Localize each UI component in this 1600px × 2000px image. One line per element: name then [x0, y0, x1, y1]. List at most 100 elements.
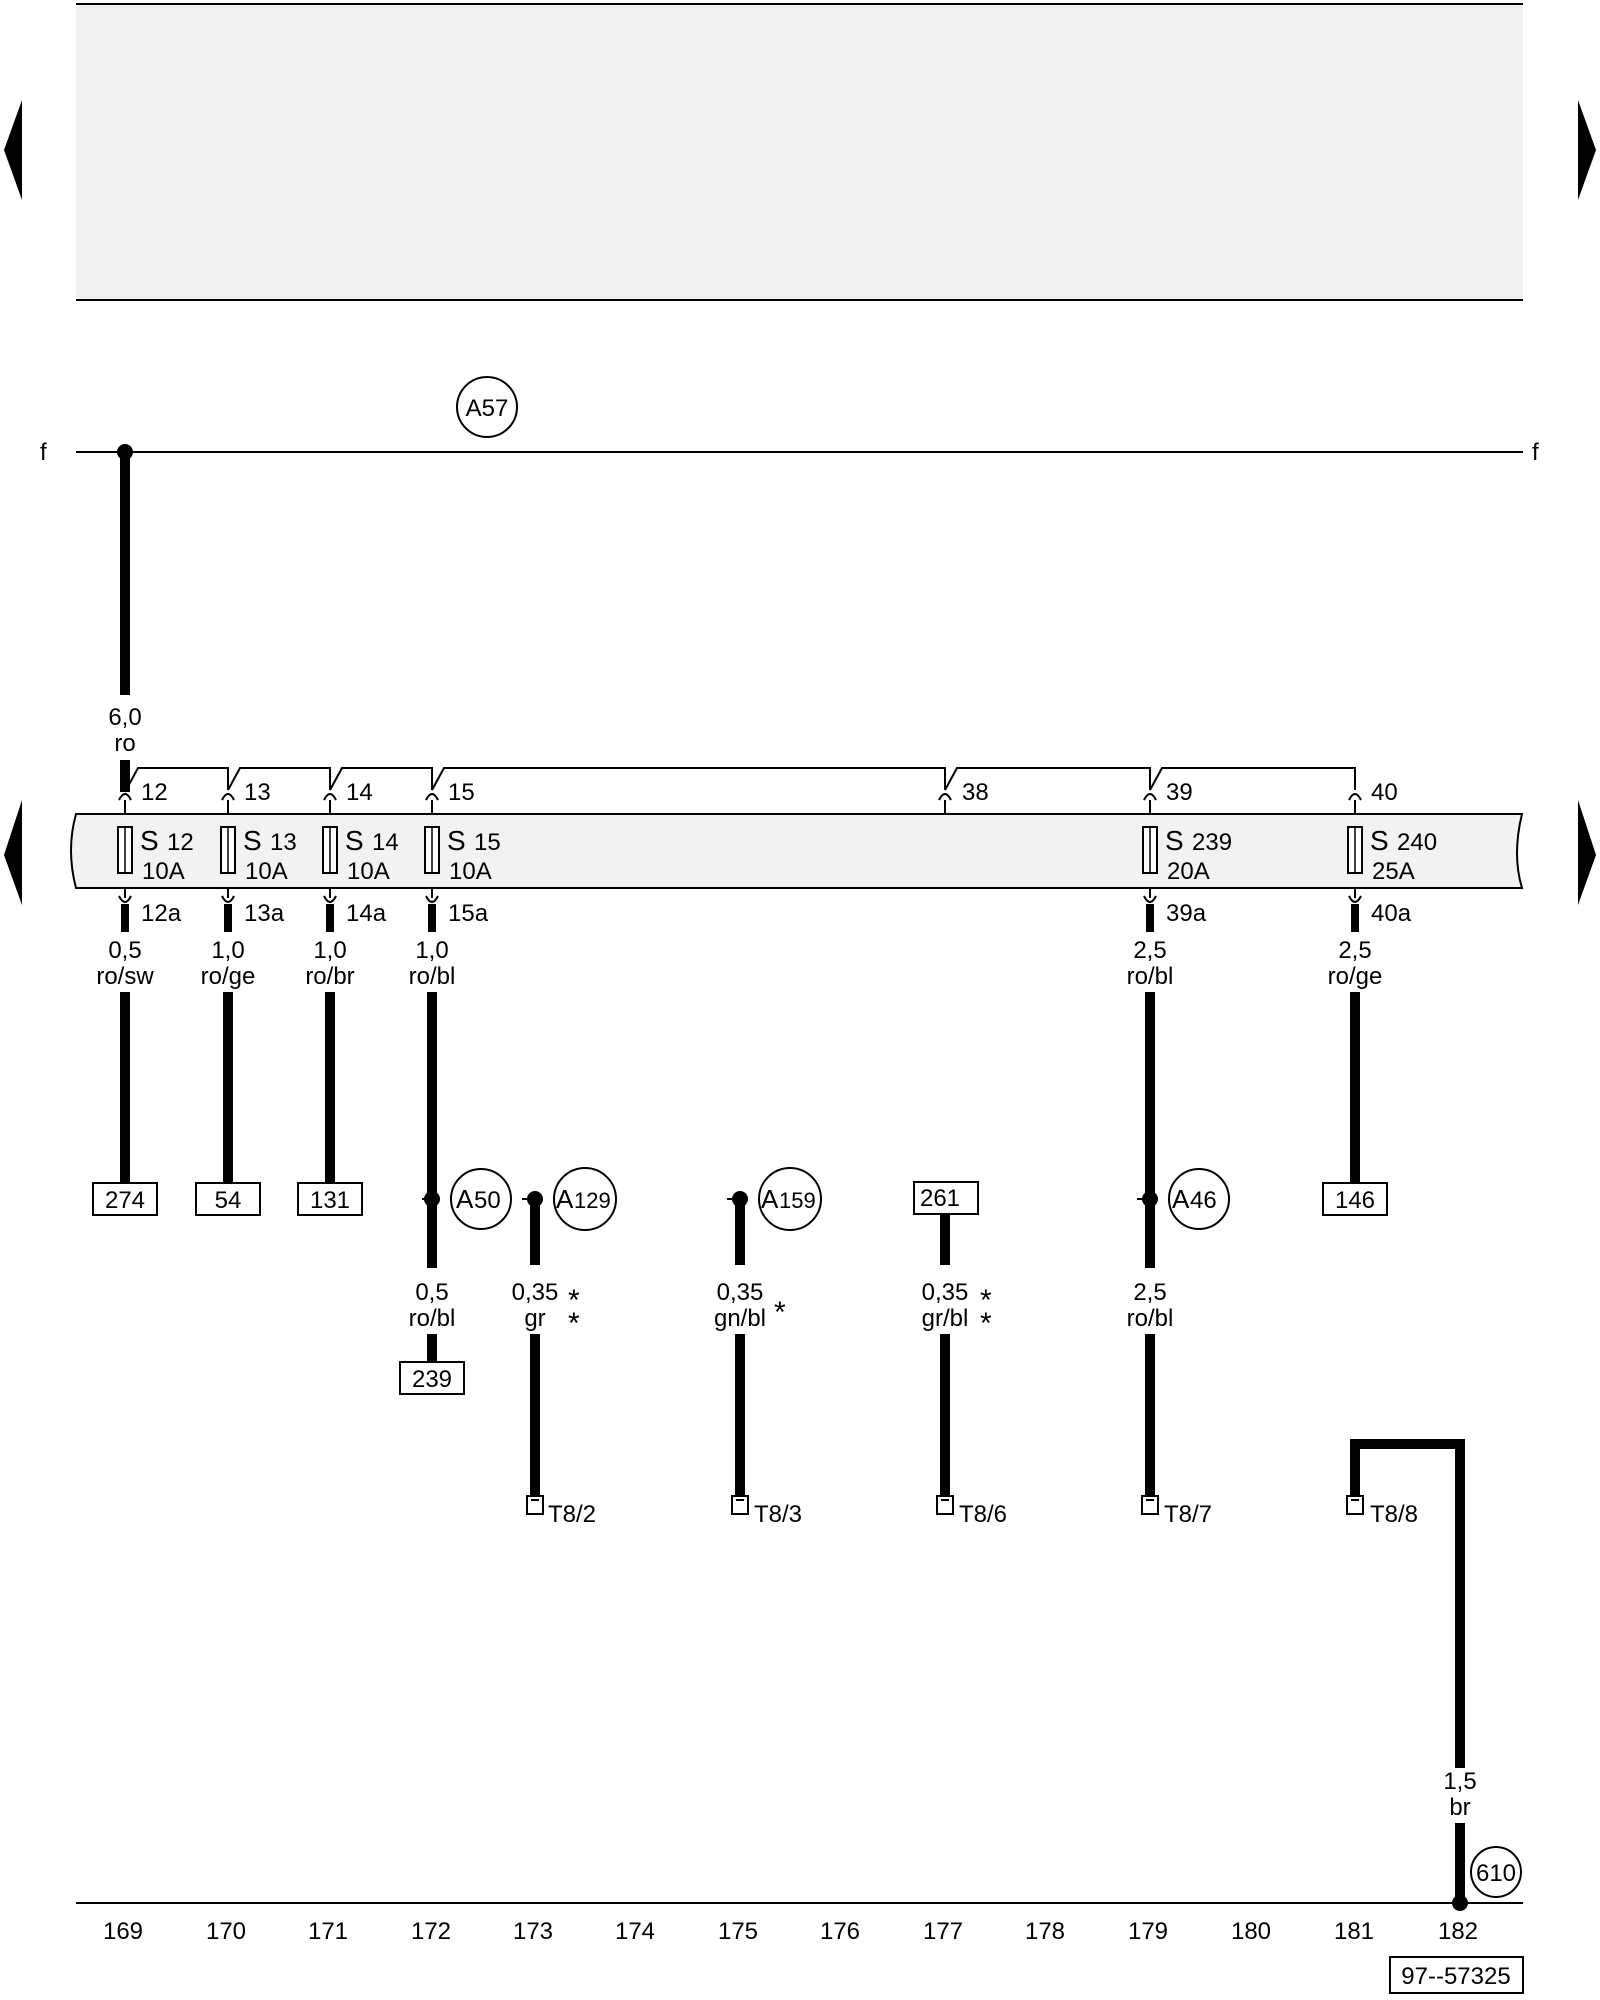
bus-ground-label: A57 — [466, 395, 509, 422]
fuse-number: 14 — [372, 829, 399, 856]
footnote-asterisk: * — [980, 1284, 992, 1317]
bridge-12-13 — [124, 767, 229, 793]
fuse-letter: S — [345, 825, 364, 856]
fuse-amperage: 10A — [245, 858, 288, 885]
junction-ring — [553, 1167, 617, 1231]
fuse-s240: 40 S 240 25A 40a — [1347, 779, 1437, 932]
junction-ring — [450, 1168, 512, 1230]
wire-ref-box[interactable] — [297, 1182, 363, 1216]
wire-color: ro/bl — [1127, 963, 1174, 990]
doc-number-frame — [1389, 1956, 1524, 1994]
fuse-out-wire-stub — [428, 904, 436, 932]
fuse-s13: 13 S 13 10A 13a — [220, 779, 297, 932]
ruler-tick-label: 169 — [103, 1918, 143, 1945]
main-feed-color: ro — [114, 730, 135, 757]
wire-size: 0,35 — [922, 1279, 969, 1306]
bus-f: f f A57 — [40, 376, 1539, 466]
ruler-tick-label: 172 — [411, 1918, 451, 1945]
wire-ref-label: 274 — [105, 1187, 145, 1214]
wire-size: 2,5 — [1338, 937, 1371, 964]
wire-ref-box[interactable] — [195, 1182, 261, 1216]
fuse-output-terminal: 13a — [244, 900, 285, 927]
ring-letter: A — [761, 1184, 779, 1214]
label-backdrop — [1434, 1768, 1486, 1824]
junction-dot — [1142, 1191, 1158, 1207]
wire-s15: 1,0 ro/bl — [409, 937, 456, 1268]
terminal-38: 38 — [938, 779, 989, 814]
junction-dot — [424, 1191, 440, 1207]
bridge-15-38 — [431, 767, 946, 791]
connector-pin-icon — [731, 1495, 749, 1515]
wire-color: ro/bl — [1127, 1305, 1174, 1332]
fuse-s239: 39 S 239 20A 39a — [1142, 779, 1232, 932]
bus-label-left: f — [40, 439, 47, 466]
wire-ref-box[interactable] — [913, 1181, 979, 1215]
doc-number: 97--57325 — [1401, 1963, 1510, 1990]
junction-a129: A 129 0,35 gr * * T8/2 — [512, 1167, 617, 1528]
ring-letter: A — [1172, 1184, 1190, 1214]
doc-number-box: 97--57325 — [1389, 1956, 1524, 1994]
wire-size: 1,0 — [415, 937, 448, 964]
next-section-arrow-icon[interactable] — [1578, 800, 1596, 905]
wire-size: 2,5 — [1133, 1279, 1166, 1306]
fuse-out-contact — [1143, 895, 1157, 903]
bridge-13-14 — [227, 767, 331, 791]
connector-label: T8/3 — [754, 1501, 802, 1528]
fuse-out-contact — [425, 895, 439, 903]
fuse-out-contact — [221, 895, 235, 903]
ring-number: 159 — [779, 1188, 816, 1213]
terminal-38-contact — [938, 793, 952, 801]
fuse-in-contact — [1348, 793, 1362, 801]
main-feed: 6,0 ro — [108, 452, 142, 792]
ruler-tick-label: 173 — [513, 1918, 553, 1945]
ruler-tick-label: 179 — [1128, 1918, 1168, 1945]
connector-pin-icon — [1141, 1495, 1159, 1515]
fuse-s12: 12 S 12 10A 12a — [117, 779, 194, 932]
fuse-input-terminal: 40 — [1371, 779, 1398, 806]
wire-ref-label: 239 — [412, 1366, 452, 1393]
fuse-out-wire-stub — [1351, 904, 1359, 932]
wire-color: gr/bl — [922, 1305, 969, 1332]
ring-letter: A — [456, 1184, 474, 1214]
fuse-output-terminal: 14a — [346, 900, 387, 927]
wire-size: 2,5 — [1133, 937, 1166, 964]
wire-ref-box[interactable] — [92, 1182, 158, 1216]
fuse-letter: S — [1165, 825, 1184, 856]
main-feed-size: 6,0 — [108, 704, 141, 731]
fuse-out-contact — [1348, 895, 1362, 903]
wire-s12: 0,5 ro/sw 274 — [92, 937, 158, 1216]
bus-label-right: f — [1532, 439, 1539, 466]
wire-color: ro/bl — [409, 1305, 456, 1332]
wire-color: gr — [524, 1305, 545, 1332]
wire-ref-label: 261 — [920, 1185, 960, 1212]
bus-ground-ring — [456, 376, 518, 438]
wire-s240: 2,5 ro/ge 146 — [1322, 937, 1388, 1216]
fuse-input-terminal: 12 — [141, 779, 168, 806]
junction-a46: A 46 2,5 ro/bl T8/7 — [1127, 1168, 1230, 1528]
wire-color: gn/bl — [714, 1305, 766, 1332]
wire-size: 1,0 — [211, 937, 244, 964]
wire-color: ro/bl — [409, 963, 456, 990]
fuse-letter: S — [243, 825, 262, 856]
prev-page-arrow-icon[interactable] — [4, 100, 22, 200]
next-page-arrow-icon[interactable] — [1578, 100, 1596, 200]
fuse-amperage: 10A — [449, 858, 492, 885]
fuse-input-terminal: 39 — [1166, 779, 1193, 806]
ruler-tick-label: 174 — [615, 1918, 655, 1945]
reference-261: 261 0,35 gr/bl * * T8/6 — [913, 1181, 1007, 1528]
wire-ref-box[interactable] — [399, 1361, 465, 1395]
fuse-in-contact — [425, 793, 439, 801]
wire-color: ro/sw — [96, 963, 154, 990]
junction-a50: A 50 0,5 ro/bl 239 — [399, 1168, 512, 1395]
fuse-number: 15 — [474, 829, 501, 856]
wire-ref-label: 146 — [1335, 1187, 1375, 1214]
wire-ref-box[interactable] — [1322, 1182, 1388, 1216]
wire-size: 0,5 — [108, 937, 141, 964]
prev-section-arrow-icon[interactable] — [4, 800, 22, 905]
wire-color: ro/ge — [201, 963, 256, 990]
fuse-number: 240 — [1397, 829, 1437, 856]
ground-point-label: 610 — [1476, 1860, 1516, 1887]
fuse-out-wire-stub — [121, 904, 129, 932]
